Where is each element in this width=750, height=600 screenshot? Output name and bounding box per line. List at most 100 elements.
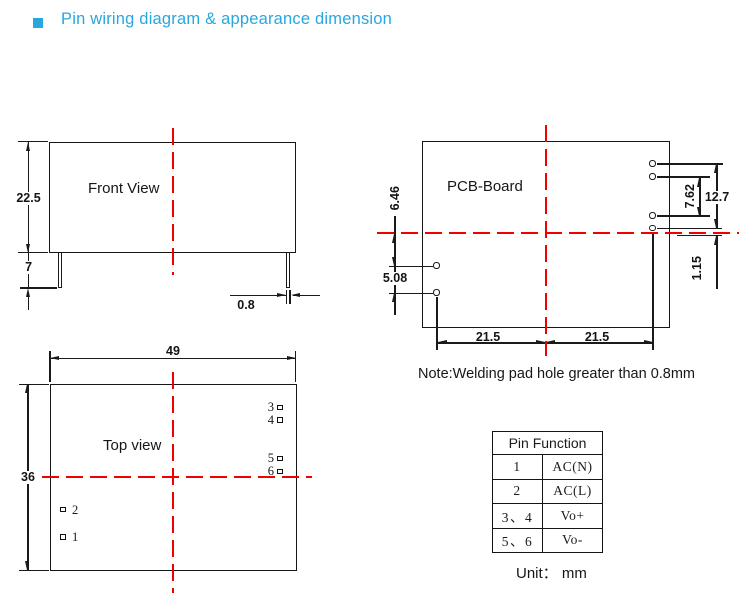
pin-pad-square: [60, 534, 66, 540]
extension-line: [657, 176, 710, 178]
pad-hole: [649, 160, 656, 167]
dim-line: [50, 358, 296, 360]
arrow-icon: [392, 293, 397, 302]
pin-number-label: 6: [267, 463, 274, 478]
front-view-right-pin: [285, 252, 290, 289]
pad-hole: [649, 173, 656, 180]
top-view-vertical-centerline: [172, 372, 174, 593]
arrow-icon: [392, 256, 397, 266]
pin-pad-square: [277, 417, 283, 423]
dim-body-height: 22.5: [12, 191, 45, 206]
extension-line: [49, 351, 51, 382]
extension-line: [20, 287, 57, 289]
extension-line: [19, 383, 49, 385]
extension-line: [657, 163, 723, 165]
arrow-icon: [714, 164, 719, 173]
dim-line: [394, 266, 396, 272]
arrow-icon: [546, 340, 556, 345]
welding-note: Note:Welding pad hole greater than 0.8mm: [418, 366, 696, 382]
dim-line: [293, 295, 320, 297]
arrow-icon: [26, 287, 30, 297]
pad-hole: [649, 212, 656, 219]
table-row: 3、4 Vo+: [493, 504, 602, 529]
pin-cell: 3、4: [493, 504, 543, 528]
dim-left-half-width: 21.5: [475, 329, 501, 344]
pin-pad-square: [277, 468, 283, 475]
pcb-vertical-centerline: [544, 125, 547, 356]
extension-line: [389, 292, 433, 294]
dim-line: [230, 295, 286, 297]
page-title: Pin wiring diagram & appearance dimensio…: [61, 10, 393, 28]
arrow-icon: [392, 233, 397, 243]
pin-number-label: 2: [72, 502, 79, 517]
pin-pad-square: [60, 506, 66, 513]
function-cell: AC(L): [553, 483, 592, 499]
bullet-square-icon: [33, 18, 43, 28]
extension-line: [657, 215, 710, 217]
dim-right-center-offset: 1.15: [689, 256, 704, 281]
table-row: 5、6 Vo-: [493, 528, 602, 552]
extension-line: [436, 296, 438, 350]
pin-function-table: Pin Function 1 AC(N) 2 AC(L) 3、4 Vo+ 5、6…: [492, 431, 603, 553]
dim-line: [28, 296, 30, 310]
dim-right-half-width: 21.5: [584, 329, 610, 344]
dim-line: [699, 177, 701, 216]
arrow-icon: [290, 293, 300, 298]
extension-line: [389, 265, 433, 267]
table-row: 2 AC(L): [493, 479, 602, 504]
arrow-icon: [437, 340, 447, 345]
extension-line: [657, 227, 722, 230]
extension-line: [18, 252, 48, 254]
arrow-icon: [714, 219, 719, 229]
front-view-left-pin: [57, 252, 62, 289]
front-view-centerline: [171, 128, 174, 275]
function-cell: Vo-: [562, 532, 583, 548]
arrow-icon: [50, 356, 60, 361]
arrow-icon: [286, 356, 296, 361]
pcb-board-label: PCB-Board: [447, 178, 523, 195]
extension-line: [289, 289, 291, 304]
pin-number-label: 1: [72, 530, 79, 544]
pin-number-label: 5: [267, 451, 274, 465]
pin-cell: 5、6: [493, 528, 543, 552]
dim-left-hole-pitch: 5.08: [379, 271, 411, 286]
arrow-icon: [25, 384, 30, 394]
extension-line: [19, 569, 49, 571]
function-cell: Vo+: [560, 507, 585, 523]
extension-line: [652, 232, 654, 350]
table-row: 1 AC(N): [493, 455, 602, 480]
arrow-icon: [643, 340, 653, 345]
arrow-icon: [714, 236, 719, 246]
arrow-icon: [25, 560, 30, 570]
dim-top-width: 49: [166, 344, 180, 358]
top-view-horizontal-centerline: [42, 475, 312, 478]
dim-pin-length: 7: [21, 260, 36, 275]
pin-cell: 1: [493, 455, 543, 479]
unit-label: Unit： mm: [516, 565, 587, 582]
pin-cell: 2: [493, 479, 543, 503]
pad-hole: [433, 289, 440, 296]
arrow-icon: [536, 340, 545, 345]
dim-right-total-span: 12.7: [703, 189, 731, 204]
pin-number-label: 4: [267, 412, 274, 427]
function-cell: AC(N): [552, 458, 593, 474]
dim-line: [716, 236, 718, 289]
dim-center-to-left-hole: 6.46: [387, 186, 402, 211]
dim-right-inner-pitch: 7.62: [682, 183, 697, 208]
top-view-label: Top view: [103, 437, 162, 454]
arrow-icon: [277, 293, 286, 298]
arrow-icon: [697, 177, 702, 187]
pin-pad-square: [277, 455, 283, 462]
dim-top-height: 36: [14, 470, 42, 484]
pin-table-header: Pin Function: [493, 432, 602, 455]
dim-pin-width: 0.8: [233, 298, 259, 312]
arrow-icon: [697, 206, 702, 216]
extension-line: [18, 140, 48, 142]
pad-hole: [433, 262, 440, 269]
arrow-icon: [26, 142, 30, 151]
pad-hole: [649, 224, 656, 232]
pin-number-label: 3: [267, 400, 274, 414]
arrow-icon: [26, 243, 30, 253]
extension-line: [295, 351, 297, 382]
